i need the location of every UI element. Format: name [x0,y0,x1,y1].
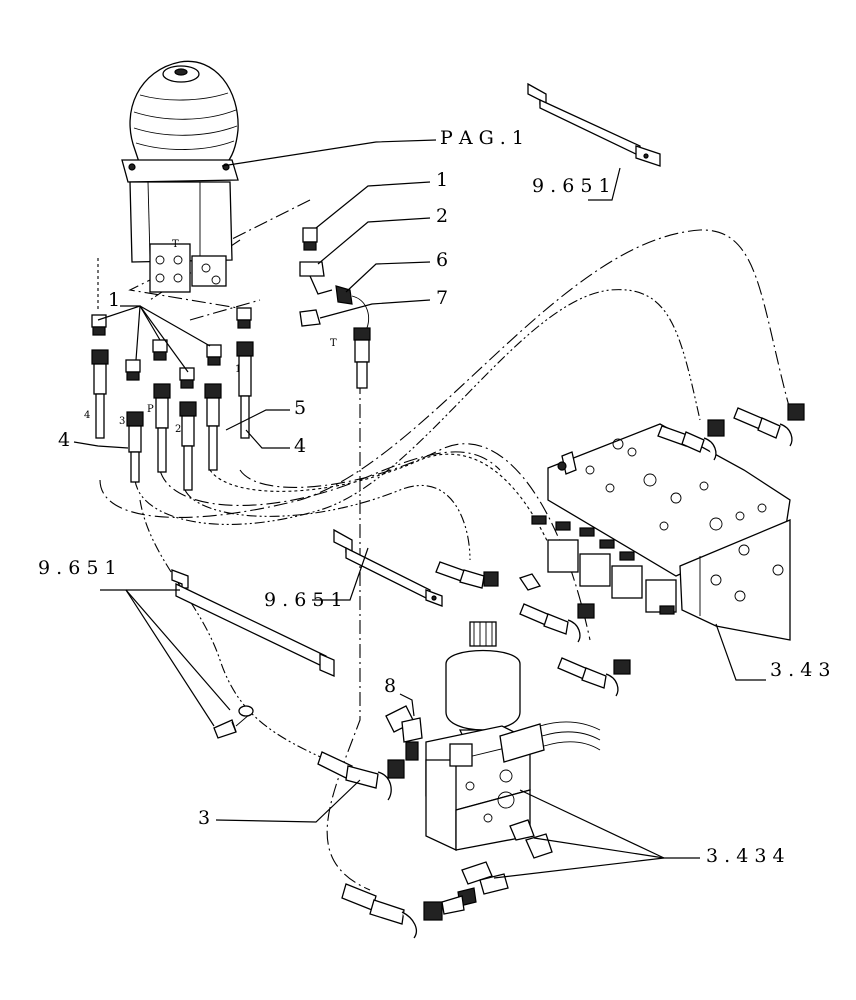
callout-item-4-right: 4 [294,435,306,457]
port-mark-p: P [147,404,154,415]
callout-item-4-left: 4 [58,429,70,451]
callout-ref-9-651-top: 9 . 6 5 1 [532,175,611,197]
joystick-control-valve [121,60,239,293]
callout-item-8: 8 [384,675,396,697]
hose-end [179,401,197,491]
mounting-bracket-top [527,82,661,167]
hose-routes [97,199,791,891]
elbow-fitting [557,657,631,697]
elbow-fitting [657,419,725,461]
elbow-fitting [519,603,595,643]
adapter-fitting [236,307,252,329]
port-mark-t-upper: T [172,239,179,250]
side-fitting [619,551,635,561]
port-mark-t-lower: T [330,338,337,349]
callout-item-5: 5 [294,397,306,419]
hose-end [153,383,171,473]
leader-lines [73,139,766,879]
hose-end [204,383,222,471]
callout-ref-9-651-left: 9 . 6 5 1 [38,557,117,579]
port-marks: T P 4 3 2 1 T [84,239,337,435]
port-mark-4: 4 [84,410,90,421]
main-control-valve [531,423,791,641]
adapter-fitting [206,344,222,366]
callout-item-1-left: 1 [108,289,120,311]
callout-item-2: 2 [436,205,448,227]
adapter-fitting [152,339,168,361]
tank-return-fittings [299,227,371,389]
side-fitting [579,527,595,537]
side-fitting [531,515,547,525]
callout-pag-1: P A G . 1 [440,127,524,149]
callout-item-6: 6 [436,249,448,271]
adapter-fitting [125,359,141,381]
port-mark-2: 2 [175,424,181,435]
callout-ref-3-43: 3 . 4 3 [770,659,830,681]
callout-item-1-top: 1 [436,169,448,191]
callout-labels: P A G . 1 9 . 6 5 1 1 2 6 7 1 5 4 4 9 . … [38,127,830,867]
callout-ref-9-651-mid: 9 . 6 5 1 [264,589,343,611]
elbow-hose-ends [435,403,805,697]
port-mark-3: 3 [119,416,125,427]
elbow-fitting [518,573,542,591]
fittings-cluster [91,307,254,491]
side-fitting [659,605,675,615]
mounting-bracket-mid [333,528,443,607]
callout-ref-3-434: 3 . 4 3 4 [706,845,785,867]
elbow-fitting [733,403,805,447]
callout-item-7: 7 [436,287,448,309]
elbow-fitting [435,561,499,589]
side-fitting [599,539,615,549]
port-mark-1: 1 [235,364,241,375]
side-fitting [555,521,571,531]
callout-item-3: 3 [198,807,210,829]
accumulator-valve-block [317,621,601,939]
hose-end [126,411,144,483]
hose-end [91,349,109,439]
mounting-bracket-left [171,569,335,739]
hose-end [236,341,254,439]
adapter-fitting [179,367,195,389]
